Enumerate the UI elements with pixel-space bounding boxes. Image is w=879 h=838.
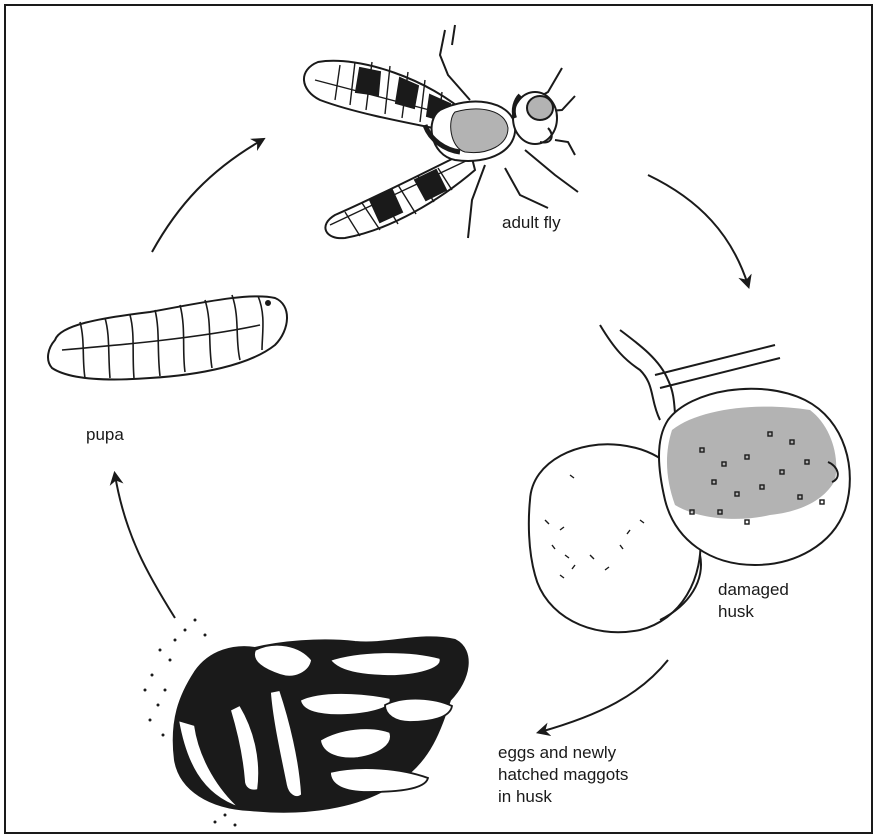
damaged-husk-label: damaged husk (718, 579, 828, 623)
arrow-adult-to-husk (648, 175, 748, 285)
arrow-eggs-to-pupa (115, 475, 175, 618)
eggs-maggots-label: eggs and newly hatched maggots in husk (498, 742, 668, 808)
maggots-in-husk-illustration (144, 619, 468, 827)
arrow-pupa-to-adult (152, 140, 262, 252)
adult-fly-label: adult fly (502, 212, 561, 234)
adult-fly-illustration (304, 25, 578, 238)
arrow-husk-to-eggs (540, 660, 668, 732)
pupa-label: pupa (86, 424, 124, 446)
pupa-illustration (48, 295, 287, 379)
